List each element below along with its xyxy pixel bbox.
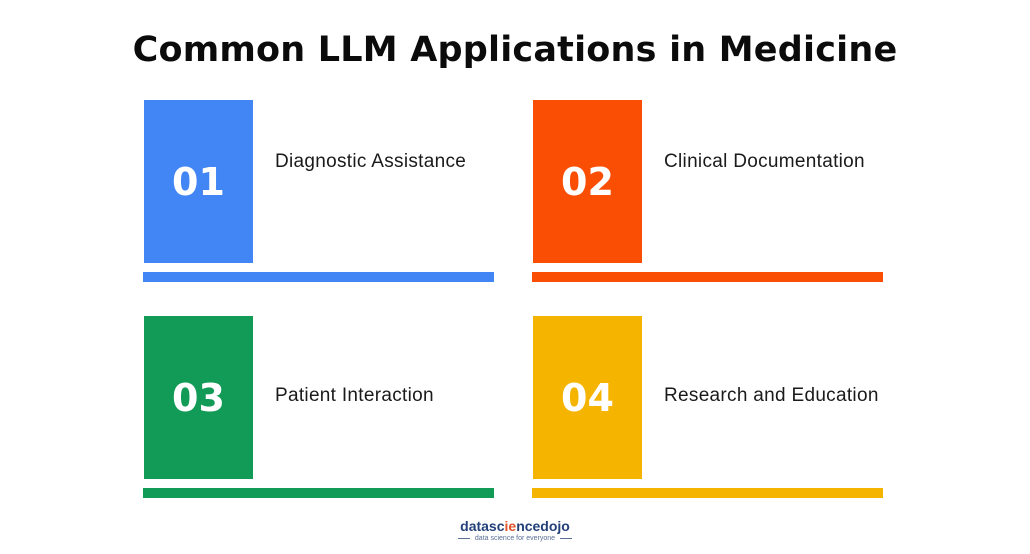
item-label-diagnostic-assistance: Diagnostic Assistance [275,151,467,172]
item-underline-bar-01 [143,272,494,282]
brand-wordmark: datasciencedojo [0,518,1030,534]
item-number-box-02: 02 [533,100,642,263]
tagline-divider-left [457,538,470,539]
item-number: 01 [172,159,225,204]
item-number-box-03: 03 [144,316,253,479]
item-number-box-01: 01 [144,100,253,263]
item-underline-bar-02 [532,272,883,282]
brand-logo: datasciencedojo data science for everyon… [0,518,1030,542]
item-number-box-04: 04 [533,316,642,479]
brand-part-2: ie [504,518,517,534]
brand-part-3: ncedojo [516,518,570,534]
page-title: Common LLM Applications in Medicine [132,30,898,70]
item-number: 02 [561,159,614,204]
item-label-research-and-education: Research and Education [664,385,879,406]
tagline-row: data science for everyone [0,535,1030,542]
item-underline-bar-03 [143,488,494,498]
tagline-divider-right [560,538,573,539]
item-number: 03 [172,375,225,420]
item-label-clinical-documentation: Clinical Documentation [664,151,865,172]
item-label-patient-interaction: Patient Interaction [275,385,434,406]
brand-tagline: data science for everyone [474,535,556,542]
item-number: 04 [561,375,614,420]
brand-part-1: datasc [460,518,505,534]
item-underline-bar-04 [532,488,883,498]
